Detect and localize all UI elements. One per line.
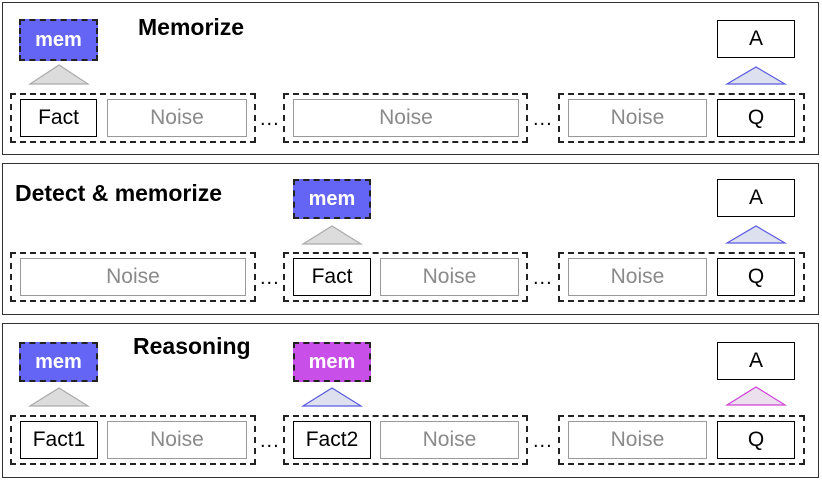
noise-box: Noise — [568, 99, 707, 137]
panel-title: Reasoning — [133, 333, 251, 359]
segment-2 — [283, 93, 528, 143]
triangle-gray — [27, 387, 91, 407]
panel-title: Memorize — [138, 14, 245, 40]
ellipsis: ... — [533, 108, 553, 130]
panel-title: Detect & memorize — [15, 180, 223, 206]
ellipsis: ... — [260, 267, 280, 289]
fact-box: Fact — [293, 258, 371, 296]
triangle-blue — [724, 66, 788, 85]
segment-3 — [558, 93, 805, 143]
segment-2 — [283, 415, 528, 465]
noise-box: Noise — [380, 421, 519, 459]
segment-3 — [558, 415, 805, 465]
noise-box: Noise — [568, 258, 707, 296]
segment-1 — [10, 93, 256, 143]
query-box: Q — [717, 99, 795, 137]
fact-box: Fact2 — [293, 421, 371, 459]
ellipsis: ... — [533, 430, 553, 452]
query-box: Q — [717, 258, 795, 296]
triangle-blue — [724, 225, 788, 244]
triangle-gray — [300, 225, 364, 245]
noise-box: Noise — [107, 99, 247, 137]
segment-1 — [10, 252, 256, 302]
noise-box: Noise — [380, 258, 519, 296]
ellipsis: ... — [260, 430, 280, 452]
answer-box: A — [717, 20, 795, 58]
fact-box: Fact1 — [20, 421, 98, 459]
noise-box: Noise — [20, 258, 246, 296]
triangle-magenta — [724, 386, 788, 406]
triangle-blue — [300, 387, 364, 407]
triangle-gray — [27, 64, 91, 85]
segment-3 — [558, 252, 805, 302]
segment-1 — [10, 415, 256, 465]
memory-token: mem — [293, 342, 371, 382]
fact-box: Fact — [20, 99, 97, 137]
memory-token: mem — [19, 19, 98, 61]
noise-box: Noise — [568, 421, 707, 459]
noise-box: Noise — [107, 421, 247, 459]
ellipsis: ... — [533, 267, 553, 289]
query-box: Q — [717, 421, 795, 459]
noise-box: Noise — [293, 99, 519, 137]
memory-token: mem — [19, 342, 98, 382]
ellipsis: ... — [260, 108, 280, 130]
memory-token: mem — [293, 179, 371, 219]
answer-box: A — [717, 342, 795, 380]
answer-box: A — [717, 179, 795, 217]
segment-2 — [283, 252, 528, 302]
